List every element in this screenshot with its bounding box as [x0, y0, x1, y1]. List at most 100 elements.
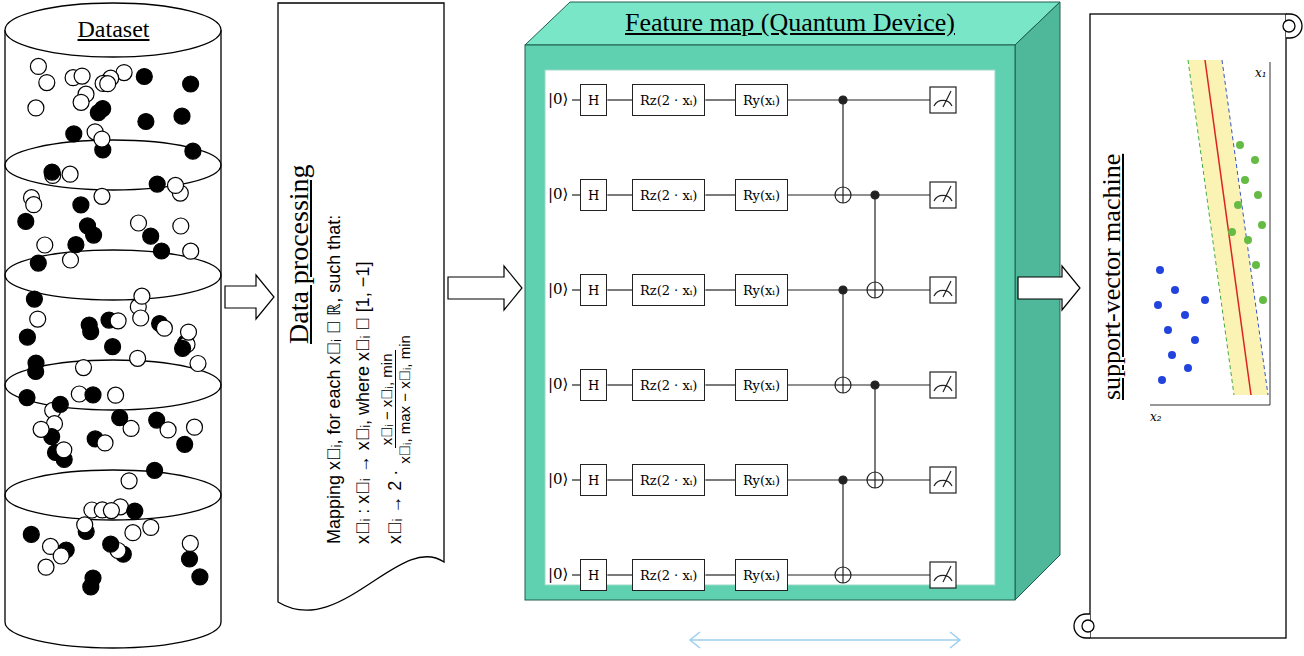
data-point: [73, 94, 89, 110]
data-point: [177, 436, 193, 452]
data-point: [168, 177, 184, 193]
measure-box: [930, 87, 956, 113]
data-points: [18, 58, 208, 595]
gate-label: Ry(xᵢ): [743, 283, 780, 298]
qubit-wire: [607, 384, 632, 385]
target-circle: [867, 282, 883, 298]
data-point: [138, 114, 154, 130]
data-point: [143, 228, 159, 244]
data-point: [175, 340, 191, 356]
node-title: Feature map (Quantum Device): [525, 0, 1015, 38]
target-plus: [874, 282, 875, 298]
box-front: [525, 45, 1015, 600]
qubit-wire: [770, 289, 930, 290]
target-circle: [867, 472, 883, 488]
data-point: [103, 536, 119, 552]
gate-label: Rz(2 · xᵢ): [640, 283, 697, 298]
data-point: [28, 100, 44, 116]
qubit-wire: [607, 194, 632, 195]
qubit-wire: [705, 194, 735, 195]
axis: [1150, 405, 1270, 406]
gate-label: H: [588, 378, 599, 393]
section-ring: [5, 470, 221, 520]
measure-meter: [934, 91, 952, 107]
data-point: [134, 288, 150, 304]
gate-box: H: [580, 559, 607, 591]
qubit-wire: [705, 384, 735, 385]
measure-box: [930, 562, 956, 588]
gate-label: Ry(xᵢ): [743, 93, 780, 108]
gate-label: Ry(xᵢ): [743, 568, 780, 583]
data-point: [66, 126, 82, 142]
target-circle: [835, 187, 851, 203]
qubit-wire: [770, 479, 930, 480]
measure-box: [930, 277, 956, 303]
data-point: [18, 213, 34, 229]
separating-line: [1205, 60, 1251, 395]
qubit-wire: [607, 574, 632, 575]
target-circle: [835, 567, 851, 583]
cnot-line: [874, 195, 875, 298]
block-arrow: [448, 266, 522, 310]
gate-label: Rz(2 · xᵢ): [640, 93, 697, 108]
data-point: [183, 76, 199, 92]
data-point: [97, 435, 113, 451]
qubit-wire: [607, 479, 632, 480]
data-point: [83, 579, 99, 595]
section-ring: [5, 140, 221, 190]
gate-label: Ry(xᵢ): [743, 473, 780, 488]
circuit-art: [572, 87, 956, 588]
data-point: [121, 473, 137, 489]
data-point: [185, 143, 201, 159]
data-point: [52, 396, 68, 412]
data-point: [81, 317, 97, 333]
control-dot: [839, 476, 847, 484]
axis: [1270, 62, 1271, 405]
qubit-wire: [770, 574, 930, 575]
data-point: [26, 197, 42, 213]
blue-points: [1154, 266, 1209, 384]
data-point: [100, 76, 116, 92]
qubit-state: |0⟩: [548, 565, 568, 583]
text-line: Mapping x⃗ᵢ, for each x⃗ᵢ ∈ ℝ, such that…: [321, 2, 345, 544]
rotated-text: Data processingMapping x⃗ᵢ, for each x⃗ᵢ…: [277, 2, 445, 606]
data-point: [131, 215, 147, 231]
block-arrow: [225, 275, 274, 319]
dataset-cylinder: [5, 3, 221, 648]
measure-meter: [934, 471, 952, 487]
scroll-curl: [1283, 20, 1295, 32]
cnot-line: [842, 290, 843, 393]
data-point: [174, 108, 190, 124]
data-point: [53, 548, 69, 564]
svm-plot: [1150, 60, 1270, 405]
gate-label: Ry(xᵢ): [743, 188, 780, 203]
data-point: [112, 410, 128, 426]
gate-box: H: [580, 369, 607, 401]
measure-box: [930, 182, 956, 208]
gate-label: Rz(2 · xᵢ): [640, 473, 697, 488]
formula-text: x⃗ᵢ → 2 ·: [385, 470, 406, 544]
gate-box: Ry(xᵢ): [735, 274, 788, 306]
data-point: [26, 291, 42, 307]
gate-box: H: [580, 274, 607, 306]
data-point: [105, 339, 121, 355]
data-point: [76, 360, 92, 376]
section-ring: [5, 360, 221, 410]
data-point: [156, 320, 172, 336]
qubit-state: |0⟩: [548, 470, 568, 488]
target-circle: [835, 377, 851, 393]
data-point: [74, 68, 90, 84]
data-point: [143, 519, 159, 535]
measure-meter: [934, 566, 952, 582]
gate-label: H: [588, 568, 599, 583]
gate-label: H: [588, 283, 599, 298]
gate-box: Rz(2 · xᵢ): [632, 179, 705, 211]
rotated-text: support-vector machine: [1083, 0, 1300, 650]
axis-label: x₂: [1150, 410, 1162, 424]
document-shape: [278, 3, 444, 610]
margin-band: [1188, 60, 1268, 395]
circuit-panel: [545, 70, 995, 585]
data-point: [183, 243, 199, 259]
text-line: x⃗ᵢ : x⃗ᵢ → x⃗ᵢ, where x⃗ᵢ ∈ [1, −1]: [353, 2, 374, 544]
data-point: [30, 311, 46, 327]
